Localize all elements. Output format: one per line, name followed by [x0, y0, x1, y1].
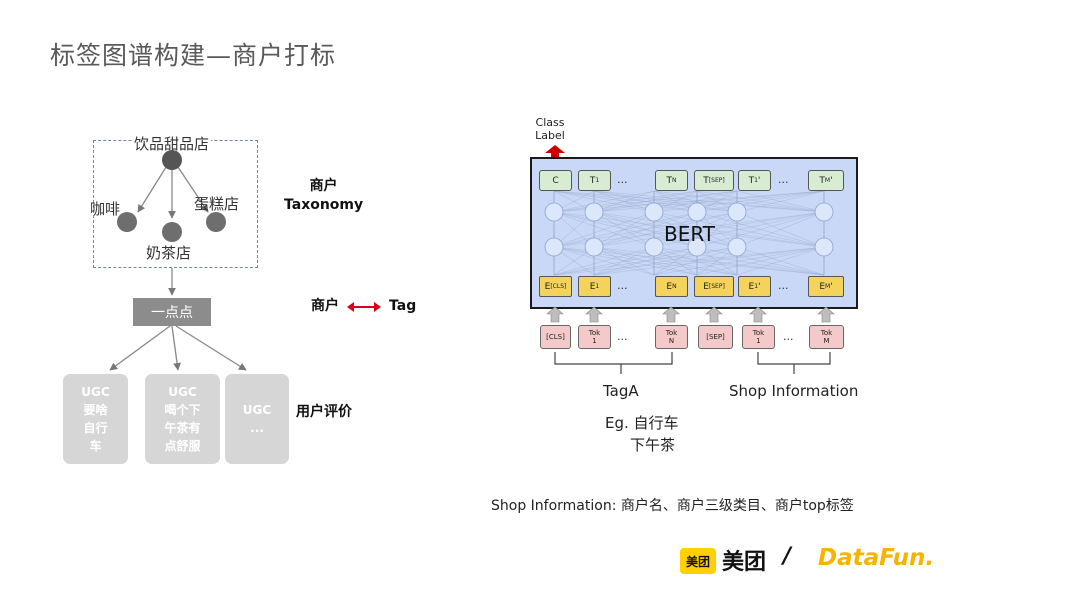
embedding-cls: E[CLS]	[539, 276, 572, 297]
input-ellipsis: ...	[617, 330, 628, 343]
taxonomy-root-node	[162, 150, 182, 170]
relation-merchant-label: 商户	[311, 298, 339, 314]
taxonomy-cake-label: 蛋糕店	[194, 195, 240, 213]
output-token-tsep: T[SEP]	[694, 170, 734, 191]
input-token-cls: [CLS]	[540, 325, 571, 349]
class-label-line: Class	[535, 116, 565, 129]
ugc-card-3: UGC ...	[225, 374, 289, 464]
meituan-badge-text: 美团	[685, 554, 710, 569]
ugc-card-title: UGC	[242, 403, 272, 417]
meituan-logo-badge: 美团	[680, 548, 716, 574]
ugc-card-line: 自行	[83, 421, 108, 435]
ugc-card-line: ...	[250, 421, 264, 435]
taxonomy-cake-node	[206, 212, 226, 232]
embedding-sep: E[SEP]	[694, 276, 734, 297]
class-label-line: Label	[535, 129, 565, 142]
embedding-ellipsis-2: ...	[778, 279, 789, 292]
class-label: Class Label	[530, 116, 570, 142]
output-ellipsis-2: ...	[778, 173, 789, 186]
bert-model-label: BERT	[664, 222, 716, 246]
edge-root-cake	[175, 163, 209, 213]
edge-root-coffee	[137, 163, 169, 213]
ugc-card-line: 车	[89, 439, 102, 453]
logo-separator: /	[783, 544, 792, 569]
up-arrow-icon	[546, 306, 564, 323]
merchant-box: 一点点	[133, 298, 211, 326]
input-token-text: [CLS]	[546, 333, 565, 341]
ugc-side-label: 用户评价	[296, 404, 352, 420]
example-text-line1: Eg. 自行车	[605, 414, 679, 432]
bert-internal-network	[544, 190, 834, 276]
output-token-text: C	[552, 175, 559, 186]
taxonomy-coffee-label: 咖啡	[90, 200, 121, 218]
input-token-sep: [SEP]	[698, 325, 733, 349]
up-arrow-icon	[585, 306, 603, 323]
meituan-logo-text: 美团	[722, 550, 767, 575]
ugc-card-line: 要啥	[83, 403, 108, 417]
page-title: 标签图谱构建—商户打标	[50, 41, 337, 70]
output-ellipsis: ...	[617, 173, 628, 186]
group-taga-label: TagA	[603, 382, 639, 400]
ugc-card-line: 午茶有	[164, 421, 201, 435]
up-arrow-icon	[662, 306, 680, 323]
ugc-card-line: 喝个下	[164, 403, 201, 417]
ugc-card-title: UGC	[81, 385, 110, 399]
taxonomy-milktea-label: 奶茶店	[146, 244, 192, 262]
up-arrow-icon	[705, 306, 723, 323]
class-output-arrow-icon	[545, 145, 565, 161]
up-arrow-icon	[817, 306, 835, 323]
input-up-arrows	[546, 306, 835, 323]
edge-merchant-ugc1	[109, 325, 171, 371]
ugc-card-line: 点舒服	[164, 439, 201, 453]
ugc-card-1: UGC 要啥 自行 车	[63, 374, 128, 464]
double-arrow-icon	[347, 301, 381, 312]
edge-merchant-ugc2	[171, 325, 181, 371]
relation-tag-label: Tag	[389, 298, 417, 314]
ugc-card-title: UGC	[168, 385, 197, 399]
example-text-line2: 下午茶	[630, 436, 676, 454]
input-token-text: [SEP]	[706, 333, 725, 341]
input-ellipsis-2: ...	[783, 330, 794, 343]
taxonomy-milktea-node	[162, 222, 182, 242]
group-shop-info-label: Shop Information	[729, 382, 859, 400]
group-brackets	[554, 352, 831, 374]
embedding-ellipsis: ...	[617, 279, 628, 292]
up-arrow-icon	[749, 306, 767, 323]
merchant-tag-relation: 商户 Tag	[311, 297, 416, 316]
footnote: Shop Information: 商户名、商户三级类目、商户top标签	[491, 498, 854, 514]
taxonomy-root-label: 饮品甜品店	[132, 133, 212, 154]
edge-merchant-ugc3	[175, 325, 247, 371]
datafun-logo: DataFun.	[818, 545, 935, 571]
output-token-c: C	[539, 170, 572, 191]
ugc-card-2: UGC 喝个下 午茶有 点舒服	[145, 374, 220, 464]
taxonomy-coffee-node	[117, 212, 137, 232]
